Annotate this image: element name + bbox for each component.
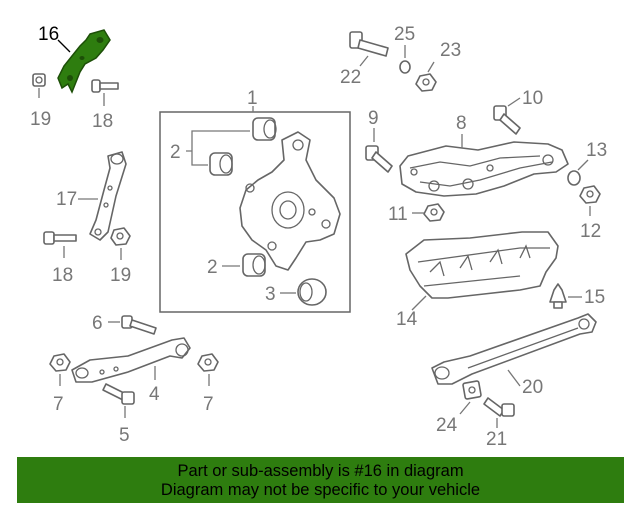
callout-7-left[interactable]: 7 — [53, 394, 64, 415]
part-23-nut[interactable] — [415, 73, 437, 92]
callout-6[interactable]: 6 — [92, 313, 103, 334]
part-7-nut-left[interactable] — [49, 353, 71, 372]
part-10-bolt[interactable] — [493, 105, 521, 135]
part-14-shield[interactable] — [405, 231, 559, 299]
part-9-bolt[interactable] — [365, 145, 393, 173]
part-17-link[interactable] — [89, 151, 127, 241]
callout-9[interactable]: 9 — [368, 108, 379, 129]
highlight-notice-banner: Part or sub-assembly is #16 in diagram D… — [17, 457, 624, 503]
part-15-clip[interactable] — [549, 283, 567, 309]
callout-2-upper[interactable]: 2 — [170, 142, 181, 163]
callout-15[interactable]: 15 — [584, 287, 605, 308]
callout-21[interactable]: 21 — [486, 429, 507, 450]
callout-10[interactable]: 10 — [522, 88, 543, 109]
callout-19-lower[interactable]: 19 — [110, 265, 131, 286]
callout-19-upper[interactable]: 19 — [30, 109, 51, 130]
callout-22[interactable]: 22 — [340, 67, 361, 88]
callout-7-right[interactable]: 7 — [203, 394, 214, 415]
callout-23[interactable]: 23 — [440, 40, 461, 61]
banner-line-1: Part or sub-assembly is #16 in diagram — [177, 462, 464, 480]
callout-20[interactable]: 20 — [522, 377, 543, 398]
callout-18-lower[interactable]: 18 — [52, 265, 73, 286]
part-8-crossmember[interactable] — [399, 141, 569, 197]
part-19-nut-lower[interactable] — [110, 227, 131, 246]
part-7-nut-right[interactable] — [197, 353, 219, 372]
part-21-bolt[interactable] — [483, 397, 515, 417]
part-1-knuckle[interactable] — [239, 131, 341, 271]
part-3-bushing[interactable] — [297, 278, 327, 306]
part-24-plate[interactable] — [462, 380, 482, 400]
part-5-bolt[interactable] — [102, 383, 135, 405]
part-18-bolt-lower[interactable] — [43, 231, 77, 245]
part-22-bolt[interactable] — [349, 31, 389, 57]
callout-2-lower[interactable]: 2 — [207, 257, 218, 278]
part-2-bushing-upper-b[interactable] — [209, 152, 233, 176]
callout-25[interactable]: 25 — [394, 24, 415, 45]
callout-3[interactable]: 3 — [265, 284, 276, 305]
callout-18-upper[interactable]: 18 — [92, 111, 113, 132]
part-20-lateral-link[interactable] — [431, 313, 597, 385]
part-2-bushing-lower[interactable] — [242, 253, 266, 277]
part-25-washer[interactable] — [399, 60, 411, 74]
callout-13[interactable]: 13 — [586, 140, 607, 161]
callout-16[interactable]: 16 — [38, 24, 59, 45]
part-6-bolt[interactable] — [121, 315, 157, 335]
knuckle-assembly-box — [159, 111, 351, 313]
callout-24[interactable]: 24 — [436, 415, 458, 436]
part-19-nut-upper[interactable] — [32, 73, 46, 87]
callout-5[interactable]: 5 — [119, 425, 130, 446]
part-18-bolt-upper[interactable] — [91, 79, 119, 93]
callout-11[interactable]: 11 — [388, 204, 408, 225]
part-12-nut[interactable] — [579, 185, 601, 204]
part-16-bracket[interactable] — [57, 29, 111, 94]
banner-line-2: Diagram may not be specific to your vehi… — [160, 481, 481, 499]
part-11-nut[interactable] — [423, 203, 445, 222]
callout-14[interactable]: 14 — [396, 309, 418, 330]
callout-8[interactable]: 8 — [456, 113, 467, 134]
callout-17[interactable]: 17 — [56, 189, 77, 210]
part-2-bushing-upper-a[interactable] — [252, 117, 277, 141]
callout-12[interactable]: 12 — [580, 221, 601, 242]
part-4-lower-arm[interactable] — [71, 337, 191, 383]
callout-4[interactable]: 4 — [149, 384, 160, 405]
part-13-washer[interactable] — [567, 170, 581, 186]
callout-1[interactable]: 1 — [247, 88, 258, 109]
